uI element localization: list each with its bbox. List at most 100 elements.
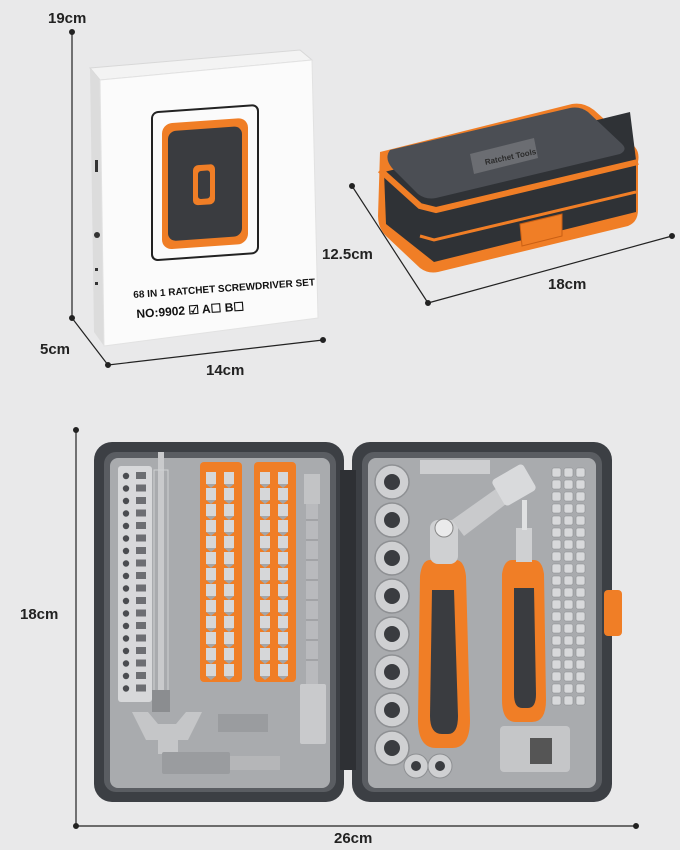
bit-tip	[278, 516, 288, 520]
bit-tip	[224, 484, 234, 488]
hex-bit	[563, 683, 574, 694]
bit-tip	[278, 612, 288, 616]
bit	[224, 504, 234, 516]
bit	[224, 520, 234, 532]
bit-tip	[260, 628, 270, 632]
box-height-label: 19cm	[48, 10, 87, 27]
bit-icon	[122, 560, 130, 567]
bit-tip	[278, 644, 288, 648]
socket-hole	[384, 550, 400, 566]
bit-tip	[278, 660, 288, 664]
bit	[260, 488, 270, 500]
box-width-label: 14cm	[206, 362, 245, 379]
hex-bit	[551, 527, 562, 538]
bit-icon	[136, 622, 146, 629]
bit-tip	[260, 500, 270, 504]
bit	[278, 488, 288, 500]
bit	[206, 552, 216, 564]
bit-tip	[260, 484, 270, 488]
hex-bit	[563, 695, 574, 706]
hex-bit	[575, 563, 586, 574]
socket-hole	[384, 588, 400, 604]
hex-bit	[551, 587, 562, 598]
bit-icon	[136, 472, 146, 479]
bit-tip	[224, 612, 234, 616]
hex-bit	[563, 575, 574, 586]
bit-icon	[122, 672, 130, 680]
bit	[206, 536, 216, 548]
open-case	[94, 442, 622, 802]
bit-tip	[278, 628, 288, 632]
bit-tip	[206, 532, 216, 536]
bit-tip	[278, 484, 288, 488]
bit-tip	[260, 644, 270, 648]
bit-tip	[260, 660, 270, 664]
bit-tip	[260, 548, 270, 552]
bit-icon	[136, 659, 146, 667]
bit	[278, 584, 288, 596]
bit-tip	[206, 516, 216, 520]
hex-bit	[551, 491, 562, 502]
closed-case	[377, 103, 639, 273]
bit-tip	[206, 644, 216, 648]
socket-hole	[384, 740, 400, 756]
bit-tip	[260, 580, 270, 584]
bit-strip	[122, 472, 146, 692]
bit-icon	[136, 647, 146, 654]
bit-icon	[136, 672, 146, 679]
bit-icon	[122, 510, 130, 517]
bit-tip	[224, 628, 234, 632]
bit	[260, 472, 270, 484]
bit	[224, 632, 234, 644]
bit-tip	[206, 660, 216, 664]
hex-bit	[575, 503, 586, 514]
bit-icon	[122, 535, 130, 542]
hex-bit	[563, 551, 574, 562]
hex-bit	[551, 647, 562, 658]
hex-bit	[575, 647, 586, 658]
bit	[206, 520, 216, 532]
socket-hole	[384, 474, 400, 490]
bit	[206, 504, 216, 516]
hex-bit	[575, 695, 586, 706]
bit	[278, 536, 288, 548]
hex-bit	[551, 515, 562, 526]
bit-tip	[260, 532, 270, 536]
bit-icon	[122, 685, 130, 692]
bit-tip	[206, 500, 216, 504]
bit-tip	[260, 612, 270, 616]
bit	[224, 472, 234, 484]
box-depth-label: 5cm	[40, 341, 71, 358]
bit	[224, 664, 234, 676]
bit-icon	[122, 547, 130, 555]
bit	[206, 664, 216, 676]
bit-icon	[136, 572, 146, 579]
socket-hole	[411, 761, 421, 771]
bit-icon	[122, 585, 130, 592]
bit-tip	[224, 580, 234, 584]
bit-tip	[260, 596, 270, 600]
bit-tip	[224, 676, 234, 680]
bit	[278, 664, 288, 676]
bit-icon	[136, 597, 146, 604]
hex-bit	[551, 599, 562, 610]
open-height-label: 18cm	[20, 606, 59, 623]
bit	[224, 488, 234, 500]
socket-hole	[384, 702, 400, 718]
bit-tip	[224, 596, 234, 600]
hex-bit	[551, 575, 562, 586]
bit-icon	[122, 572, 130, 580]
bit-icon	[122, 660, 130, 667]
bit	[224, 616, 234, 628]
hex-bit	[575, 623, 586, 634]
bit-tip	[278, 596, 288, 600]
bit-tip	[206, 548, 216, 552]
hex-bit	[563, 503, 574, 514]
hex-bit	[575, 587, 586, 598]
bit-tip	[278, 580, 288, 584]
hex-bit	[563, 587, 574, 598]
bit	[206, 568, 216, 580]
bit-tip	[260, 516, 270, 520]
hex-bit	[575, 515, 586, 526]
bit-tip	[224, 644, 234, 648]
